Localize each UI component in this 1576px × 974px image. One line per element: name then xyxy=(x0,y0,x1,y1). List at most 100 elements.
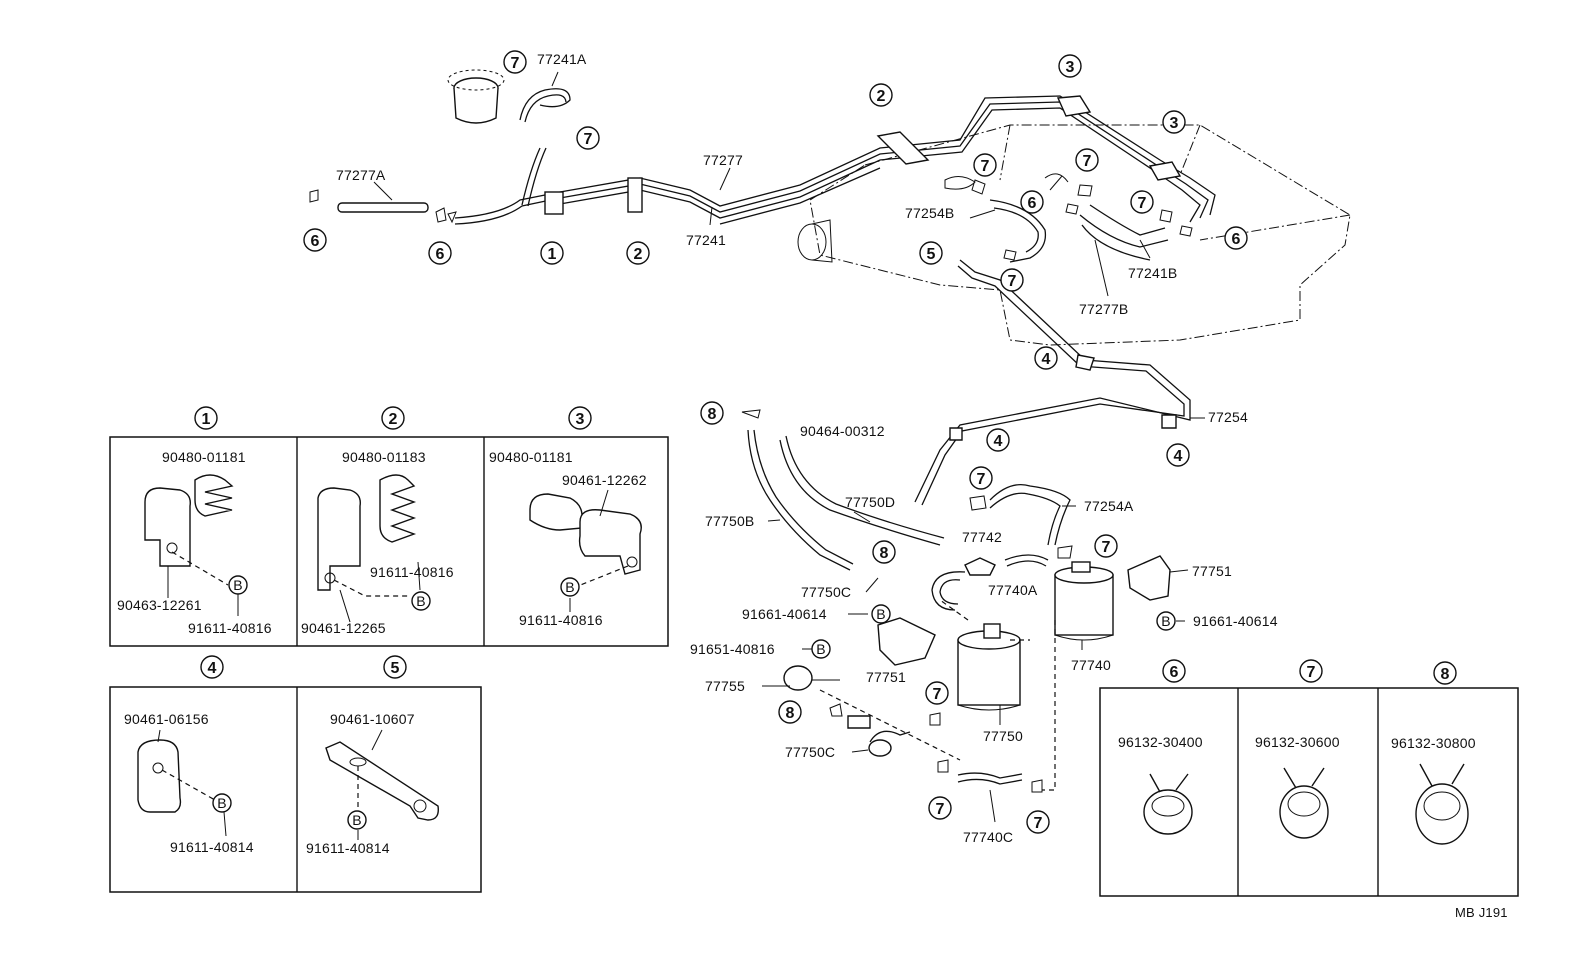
svg-text:5: 5 xyxy=(927,246,936,263)
svg-text:7: 7 xyxy=(584,131,593,148)
callout-7: 7 xyxy=(928,796,952,820)
label-77750c-bottom: 77750C xyxy=(785,744,835,760)
svg-text:B: B xyxy=(233,577,243,593)
svg-text:8: 8 xyxy=(786,705,795,722)
callout-7: 7 xyxy=(1299,659,1323,683)
label-d1-90463-12261: 90463-12261 xyxy=(117,597,202,613)
svg-text:8: 8 xyxy=(708,406,717,423)
svg-text:7: 7 xyxy=(936,801,945,818)
svg-text:5: 5 xyxy=(391,660,400,677)
label-77740c: 77740C xyxy=(963,829,1013,845)
callout-7: 7 xyxy=(1075,148,1099,172)
callout-4: 4 xyxy=(1034,346,1058,370)
svg-text:1: 1 xyxy=(548,246,557,263)
callout-1: 1 xyxy=(194,406,218,430)
label-77254b: 77254B xyxy=(905,205,954,221)
svg-text:B: B xyxy=(416,593,426,609)
callout-1: 1 xyxy=(540,241,564,265)
label-d2-91611-40816: 91611-40816 xyxy=(370,564,454,580)
svg-text:8: 8 xyxy=(880,545,889,562)
canister-77750 xyxy=(939,599,1021,711)
detail-box-1-3 xyxy=(109,436,669,647)
label-77254a: 77254A xyxy=(1084,498,1134,514)
svg-text:7: 7 xyxy=(1138,195,1147,212)
svg-text:B: B xyxy=(217,795,227,811)
callouts: 7 7 6 6 1 2 2 3 3 7 7 6 7 6 5 7 4 4 4 8 … xyxy=(194,50,1457,834)
label-d1-90480-01181: 90480-01181 xyxy=(162,449,246,465)
callout-b: B xyxy=(411,591,431,611)
label-77750d: 77750D xyxy=(845,494,895,510)
label-d4-90461-06156: 90461-06156 xyxy=(124,711,209,727)
svg-text:3: 3 xyxy=(576,411,585,428)
svg-text:2: 2 xyxy=(877,88,886,105)
callout-4: 4 xyxy=(1166,443,1190,467)
svg-text:6: 6 xyxy=(311,233,320,250)
svg-text:6: 6 xyxy=(1170,664,1179,681)
callout-b: B xyxy=(811,639,831,659)
callout-b: B xyxy=(347,810,367,830)
label-d2-90461-12265: 90461-12265 xyxy=(301,620,386,636)
svg-text:2: 2 xyxy=(634,246,643,263)
callout-6: 6 xyxy=(1162,659,1186,683)
svg-text:7: 7 xyxy=(1307,664,1316,681)
callout-2: 2 xyxy=(869,83,893,107)
svg-text:7: 7 xyxy=(981,158,990,175)
callout-8: 8 xyxy=(778,700,802,724)
label-77742: 77742 xyxy=(962,529,1002,545)
label-90464-00312: 90464-00312 xyxy=(800,423,885,439)
svg-text:7: 7 xyxy=(1034,815,1043,832)
callout-4: 4 xyxy=(200,655,224,679)
svg-text:7: 7 xyxy=(933,686,942,703)
svg-text:4: 4 xyxy=(994,433,1003,450)
label-91651-40816: 91651-40816 xyxy=(690,641,775,657)
canister-77740 xyxy=(1054,561,1114,641)
label-d5-90461-10607: 90461-10607 xyxy=(330,711,415,727)
label-d5-91611-40814: 91611-40814 xyxy=(306,840,390,856)
callout-5: 5 xyxy=(919,241,943,265)
label-77241: 77241 xyxy=(686,232,726,248)
label-77277a: 77277A xyxy=(336,167,386,183)
callout-3: 3 xyxy=(568,406,592,430)
label-77277b: 77277B xyxy=(1079,301,1128,317)
svg-text:B: B xyxy=(352,812,362,828)
callout-2: 2 xyxy=(381,406,405,430)
callout-3: 3 xyxy=(1058,54,1082,78)
callout-b: B xyxy=(228,575,248,595)
svg-text:3: 3 xyxy=(1170,115,1179,132)
svg-text:B: B xyxy=(1161,613,1171,629)
svg-text:B: B xyxy=(876,606,886,622)
label-77750: 77750 xyxy=(983,728,1023,744)
label-77755: 77755 xyxy=(705,678,745,694)
label-d2-90480-01183: 90480-01183 xyxy=(342,449,426,465)
lower-hoses xyxy=(783,620,1056,793)
diagram-code: MB J191 xyxy=(1455,905,1508,920)
callout-b: B xyxy=(560,577,580,597)
leader-lines xyxy=(373,71,1205,823)
callout-7: 7 xyxy=(576,126,600,150)
callout-8: 8 xyxy=(1433,661,1457,685)
svg-text:6: 6 xyxy=(1232,231,1241,248)
hose-77277a xyxy=(309,189,457,224)
svg-text:7: 7 xyxy=(1102,539,1111,556)
hoses-77750 xyxy=(741,409,945,571)
svg-text:7: 7 xyxy=(1008,273,1017,290)
svg-text:8: 8 xyxy=(1441,666,1450,683)
label-d6-96132-30400: 96132-30400 xyxy=(1118,734,1203,750)
label-77254: 77254 xyxy=(1208,409,1248,425)
callout-7: 7 xyxy=(973,153,997,177)
label-77241a: 77241A xyxy=(537,51,587,67)
svg-text:7: 7 xyxy=(977,471,986,488)
svg-text:B: B xyxy=(816,641,826,657)
tank-hoses xyxy=(971,179,1193,263)
detail-box-4-5 xyxy=(109,686,482,893)
callout-7: 7 xyxy=(1000,268,1024,292)
label-d8-96132-30800: 96132-30800 xyxy=(1391,735,1476,751)
part-labels: 77241A 77277A 77277 77241 77254B 77241B … xyxy=(117,51,1508,920)
label-77277: 77277 xyxy=(703,152,743,168)
detail-box-6-8 xyxy=(1099,687,1519,897)
callout-4: 4 xyxy=(986,428,1010,452)
pipe-77254 xyxy=(914,259,1191,506)
filler-neck xyxy=(447,69,571,124)
label-77241b: 77241B xyxy=(1128,265,1177,281)
